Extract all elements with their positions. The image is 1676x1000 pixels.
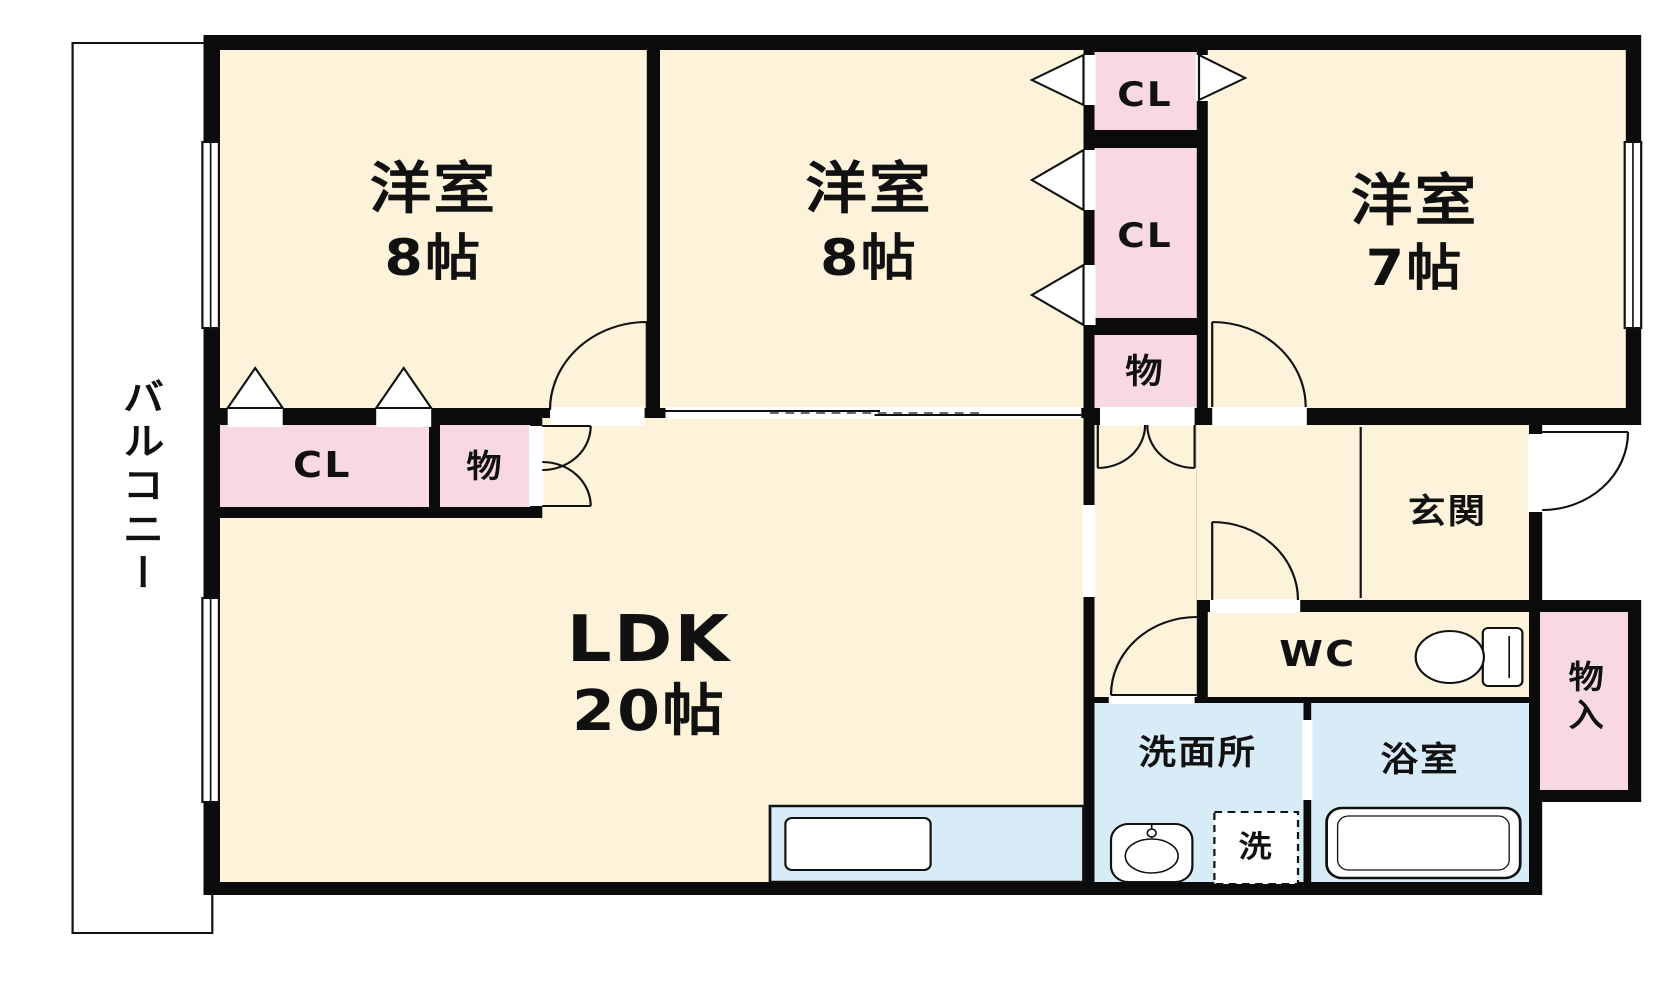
door-opening-storage-ldk xyxy=(529,426,544,506)
closet-middle-label: CL xyxy=(1117,216,1173,256)
room-bedroom2 xyxy=(660,50,1084,408)
bedroom3-size: 7帖 xyxy=(1365,239,1464,297)
bottom-right-exterior xyxy=(1542,802,1676,900)
room-ldk-upper xyxy=(542,418,1084,518)
entrance-exterior xyxy=(1542,425,1676,600)
closet-opening-3 xyxy=(1082,55,1096,105)
storage-top xyxy=(1094,335,1197,408)
closet-ldk xyxy=(220,425,429,507)
door-opening-wc xyxy=(1210,599,1301,613)
bedroom2-size: 8帖 xyxy=(820,229,918,287)
washer-pan-label: 洗 xyxy=(1238,830,1274,865)
balcony-label: バルコニー xyxy=(115,377,164,597)
ldk-size: 20帖 xyxy=(572,679,726,744)
bedroom2-label: 洋室 xyxy=(805,157,933,222)
front-door-opening xyxy=(1527,434,1545,512)
washroom-label: 洗面所 xyxy=(1138,733,1258,773)
closet-top-label: CL xyxy=(1117,75,1173,115)
closet-opening-2 xyxy=(376,407,432,427)
storage-ldk-label: 物 xyxy=(466,447,504,485)
wc-label: WC xyxy=(1279,634,1357,675)
door-opening-bedroom1 xyxy=(550,407,645,426)
closet-ldk-label: CL xyxy=(292,445,352,486)
closet-top xyxy=(1094,52,1197,130)
closet-opening-6 xyxy=(1195,55,1209,101)
bathroom-label: 浴室 xyxy=(1380,740,1460,780)
closet-opening-1 xyxy=(227,407,283,427)
door-opening-bathroom xyxy=(1302,720,1313,800)
door-opening-bedroom3 xyxy=(1212,407,1307,426)
closet-opening-5 xyxy=(1082,265,1096,325)
storage-entry-label: 物入 xyxy=(1563,660,1605,736)
room-wc xyxy=(1207,612,1529,697)
bedroom3-label: 洋室 xyxy=(1350,169,1479,234)
balcony xyxy=(71,42,214,934)
door-opening-storage-top xyxy=(1100,407,1195,426)
ldk-label: LDK xyxy=(566,603,732,677)
bedroom1-label: 洋室 xyxy=(369,157,498,222)
closet-middle xyxy=(1094,148,1197,318)
bedroom1-size: 8帖 xyxy=(384,229,483,287)
entrance-label: 玄関 xyxy=(1408,492,1488,532)
door-opening-washroom xyxy=(1108,696,1195,704)
storage-entry xyxy=(1540,612,1628,790)
door-opening-ldk-hall xyxy=(1082,505,1096,597)
storage-top-label: 物 xyxy=(1125,352,1165,392)
hallway xyxy=(1094,425,1197,697)
sliding-door-opening-bedroom2 xyxy=(665,407,1082,419)
room-bathroom xyxy=(1311,703,1529,882)
storage-ldk xyxy=(440,425,531,507)
closet-opening-4 xyxy=(1082,150,1096,210)
